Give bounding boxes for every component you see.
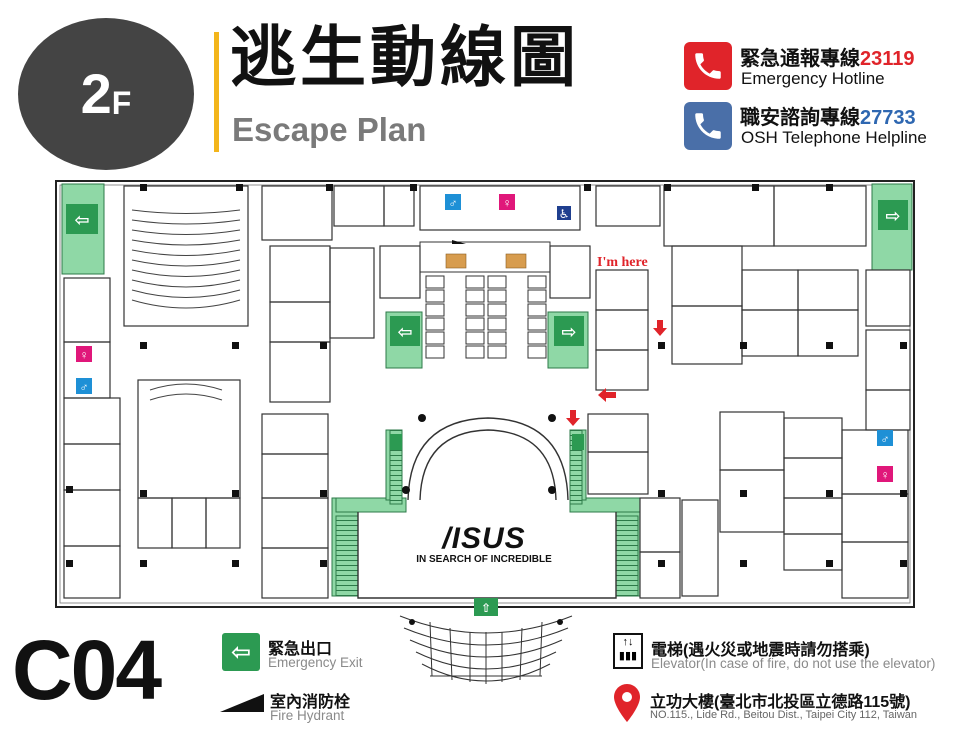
page-title: 逃生動線圖	[230, 20, 580, 94]
building-code: C04	[12, 623, 162, 717]
osh-helpline-en: OSH Telephone Helpline	[741, 128, 927, 147]
entrance-steps	[399, 615, 573, 684]
phone-icon	[684, 102, 732, 150]
svg-text:⇦: ⇦	[74, 210, 89, 230]
legend-exit-zh: 緊急出口	[268, 641, 333, 658]
structural-columns	[66, 184, 907, 567]
svg-text:♀: ♀	[881, 468, 890, 482]
room-walls	[63, 185, 911, 599]
svg-text:⇨: ⇨	[885, 206, 900, 226]
legend-exit-en: Emergency Exit	[268, 655, 363, 670]
restroom-icons	[76, 194, 893, 482]
escape-route-arrows	[566, 320, 667, 426]
svg-text:⇧: ⇧	[481, 601, 491, 615]
legend-location-en: NO.115., Lide Rd., Beitou Dist., Taipei …	[650, 709, 917, 721]
elevator-bank	[419, 241, 551, 359]
you-are-here-marker: I'm here	[597, 255, 648, 270]
location-pin-icon	[614, 684, 640, 722]
phone-icon	[684, 42, 732, 90]
fire-hydrant-icon	[220, 694, 264, 712]
page-subtitle: Escape Plan	[232, 111, 427, 148]
emergency-hotline-label: 緊急通報專線23119	[740, 48, 915, 70]
svg-text:♀: ♀	[503, 196, 512, 210]
osh-helpline-number: 27733	[860, 107, 916, 129]
legend-location-zh: 立功大樓(臺北市北投區立德路115號)	[650, 694, 911, 711]
fire-hydrant-marker	[452, 240, 466, 244]
svg-text:⇦: ⇦	[397, 322, 412, 342]
legend-elevator-zh: 電梯(遇火災或地震時請勿搭乘)	[651, 642, 870, 659]
svg-text:⇨: ⇨	[561, 322, 576, 342]
auditorium-seating	[131, 209, 241, 401]
emergency-exit-icon: ⇦	[222, 633, 260, 671]
svg-text:♿: ♿	[559, 207, 570, 221]
svg-text:♀: ♀	[80, 348, 89, 362]
title-accent-bar	[214, 32, 219, 152]
svg-text:♂: ♂	[881, 432, 890, 446]
svg-text:♂: ♂	[80, 380, 89, 394]
asus-tagline: IN SEARCH OF INCREDIBLE	[416, 554, 552, 565]
legend-elevator-en: Elevator(In case of fire, do not use the…	[651, 656, 936, 671]
emergency-exit-signs	[66, 200, 908, 616]
emergency-hotline-number: 23119	[860, 48, 915, 70]
legend-hydrant-zh: 室內消防栓	[270, 694, 351, 711]
floor-badge: 2 F	[18, 18, 194, 170]
floor-suffix: F	[111, 84, 132, 121]
elevator-icon: ↑↓▮▮▮	[613, 633, 643, 669]
svg-text:♂: ♂	[449, 196, 458, 210]
osh-helpline-label: 職安諮詢專線27733	[740, 107, 916, 129]
legend-hydrant-en: Fire Hydrant	[270, 708, 345, 723]
asus-logo: /ISUS	[440, 522, 525, 555]
emergency-hotline-en: Emergency Hotline	[741, 69, 885, 88]
floor-number: 2	[80, 62, 112, 125]
